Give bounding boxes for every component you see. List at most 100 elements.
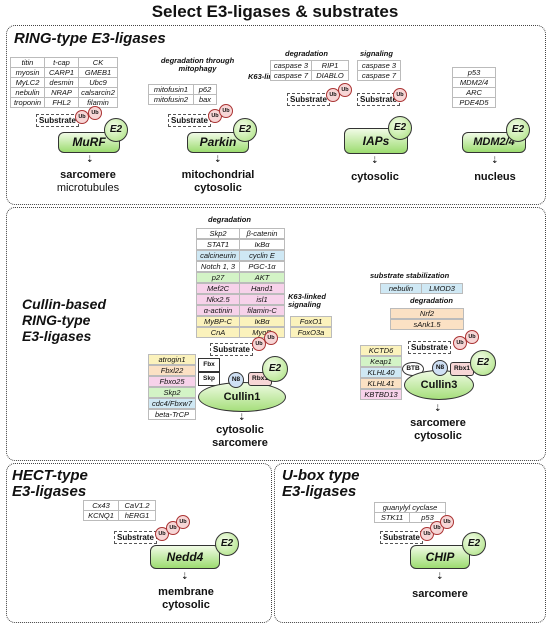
e2-enzyme: E2 [215,532,239,556]
location-line: sarcomere [212,437,268,449]
grid-cell: Mef2C [196,283,240,294]
grid-cell: caspase 7 [270,70,312,81]
e2-enzyme: E2 [462,532,486,556]
grid-cell: Nrf2 [390,308,464,319]
section-title-line: E3-ligases [12,483,87,500]
grid-cell: FHL2 [44,97,79,108]
grid-cell: Skp2 [148,387,196,398]
section-title-ubox: U-box type E3-ligases [282,468,360,500]
grid-cell: β-catenin [239,228,285,239]
cullin1-degradation-label: degradation [208,215,251,224]
grid-cell: STK11 [374,512,410,523]
down-arrow-icon: ⇣ [86,154,94,164]
grid-cell: KLHL40 [360,367,402,378]
ubiquitin-badge: Ub [75,110,89,124]
ubiquitin-badge: Ub [440,515,454,529]
parkin-k63-label: K63-linked? [248,73,291,81]
grid-cell: KCTD6 [360,345,402,356]
substrate-box: Substrate [168,114,211,127]
down-arrow-icon: ⇣ [214,154,222,164]
grid-cell: Fbxo25 [148,376,196,387]
grid-cell: DIABLO [311,70,349,81]
ubiquitin-badge: Ub [264,331,278,345]
location-line: sarcomere [412,588,468,600]
ubiquitin-badge: Ub [252,337,266,351]
grid-cell: AKT [239,272,285,283]
grid-cell: Nkx2.5 [196,294,240,305]
ubiquitin-badge: Ub [155,527,169,541]
section-title-line: U-box type [282,467,360,484]
location-line: cytosolic [216,424,264,436]
nedd4-location: membrane cytosolic [126,586,246,612]
substrate-box: Substrate [408,341,451,354]
grid-cell: filamin-C [239,305,285,316]
grid-cell: KCNQ1 [83,510,119,521]
ubiquitin-badge: Ub [393,88,407,102]
fbx-adaptor: Fbx [198,358,220,372]
down-arrow-icon: ⇣ [434,403,442,413]
grid-cell: α-actinin [196,305,240,316]
location-line: cytosolic [351,171,399,183]
location-line: cytosolic [162,599,210,611]
cullin1-k63-label: K63-linked signaling [288,292,326,309]
iaps-ligase: IAPs [344,128,408,154]
location-line: sarcomere [410,417,466,429]
cullin3-stabilization-label: substrate stabilization [370,271,450,280]
substrate-box: Substrate [36,114,79,127]
section-title-ring: RING-type E3-ligases [14,30,166,47]
skp-adaptor: Skp [198,372,220,386]
cullin-panel [6,207,546,461]
cullin3-degradation-label: degradation [410,296,453,305]
grid-cell: nebulin [380,283,422,294]
nedd8-badge: N8 [432,360,448,376]
parkin-location: mitochondrial cytosolic [158,169,278,195]
e2-enzyme: E2 [104,118,128,142]
nedd8-badge: N8 [228,372,244,388]
substrate-box: Substrate [114,531,157,544]
location-line: cytosolic [194,182,242,194]
nedd4-ligase: Nedd4 [150,545,220,569]
murf-ligase: MuRF [58,132,120,153]
location-line: sarcomere [60,169,116,181]
grid-cell: FoxO1 [290,316,332,327]
down-arrow-icon: ⇣ [371,155,379,165]
location-line: nucleus [474,171,516,183]
grid-cell: Notch 1, 3 [196,261,240,272]
section-title-line: E3-ligases [22,328,92,344]
grid-cell: PDE4D5 [452,97,496,108]
ubiquitin-badge: Ub [338,83,352,97]
grid-cell: MyoD [239,327,285,338]
iaps-signaling-label: signaling [360,49,393,58]
e2-enzyme: E2 [388,116,412,140]
murf-location: sarcomere microtubules [28,169,148,195]
grid-cell: isl1 [239,294,285,305]
grid-cell: IκBα [239,316,285,327]
grid-cell: sAnk1.5 [390,319,464,330]
location-line: microtubules [56,182,120,194]
cullin1-scaffold: Cullin1 [198,382,286,412]
ubiquitin-badge: Ub [176,515,190,529]
ring-panel [6,25,546,205]
parkin-ligase: Parkin [187,132,249,153]
grid-cell: beta-TrCP [148,409,196,420]
grid-cell: KBTBD13 [360,389,402,400]
section-title-line: Cullin-based [22,296,107,312]
down-arrow-icon: ⇣ [436,571,444,581]
section-title-cullin: Cullin-based RING-type E3-ligases [22,296,106,344]
location-line: cytosolic [414,430,462,442]
grid-cell: LMOD3 [421,283,463,294]
grid-cell: Keap1 [360,356,402,367]
section-title-line: E3-ligases [282,483,357,500]
grid-cell: atrogin1 [148,354,196,365]
grid-cell: KLHL41 [360,378,402,389]
page-title: Select E3-ligases & substrates [151,2,399,21]
ubiquitin-badge: Ub [465,330,479,344]
substrate-box: Substrate [287,93,330,106]
ubiquitin-badge: Ub [88,106,102,120]
ubiquitin-badge: Ub [219,104,233,118]
grid-cell: mitofusin2 [148,94,194,105]
iaps-location: cytosolic [320,171,430,184]
grid-cell: MyBP-C [196,316,240,327]
e2-enzyme: E2 [506,118,530,142]
parkin-label: degradation through mitophagy [160,56,235,73]
